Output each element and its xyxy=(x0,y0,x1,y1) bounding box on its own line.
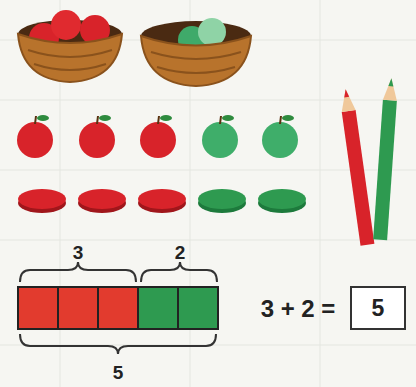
answer-number: 5 xyxy=(372,297,385,320)
braces xyxy=(20,262,217,354)
brace-number: 5 xyxy=(113,363,124,382)
brace-number: 3 xyxy=(73,243,84,262)
bar-model xyxy=(18,287,218,329)
basket-red xyxy=(18,10,122,82)
answer-box: 5 xyxy=(350,286,406,330)
counter-row xyxy=(18,189,306,213)
pencils xyxy=(339,78,399,246)
equation-text: 3 + 2 = xyxy=(261,297,336,321)
basket-green xyxy=(141,18,251,86)
brace-number: 2 xyxy=(175,243,186,262)
apple-row xyxy=(17,115,298,158)
